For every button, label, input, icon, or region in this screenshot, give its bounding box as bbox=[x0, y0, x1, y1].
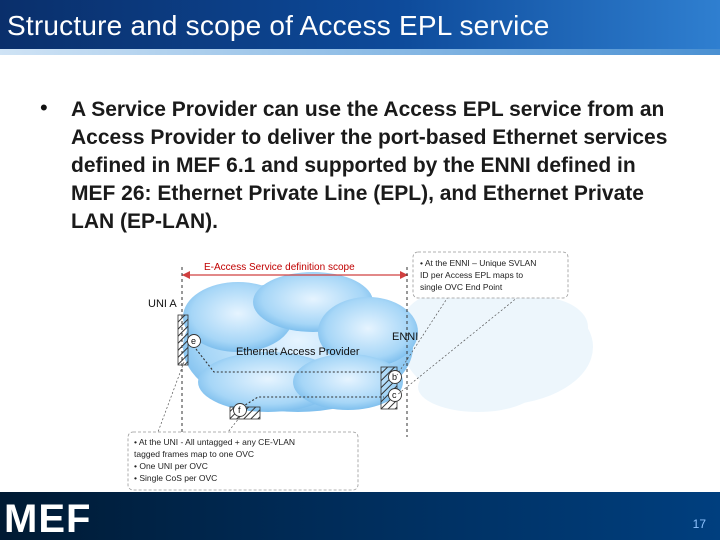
endpoint-b-label: b bbox=[392, 372, 397, 382]
page-number: 17 bbox=[692, 517, 706, 531]
access-provider-cloud bbox=[183, 272, 418, 412]
remote-cloud bbox=[403, 289, 593, 412]
scope-arrow-left-head bbox=[182, 271, 190, 279]
endpoint-b-marker bbox=[388, 370, 402, 384]
scope-arrow-right-head bbox=[400, 271, 408, 279]
access-epl-diagram: Ethernet Access Provider E-Access Servic… bbox=[127, 251, 593, 491]
endpoint-e-marker bbox=[187, 334, 201, 348]
uni-note-line3: • One UNI per OVC bbox=[134, 461, 208, 471]
uni-port bbox=[177, 314, 189, 366]
endpoint-f-marker bbox=[233, 403, 247, 417]
cloud-label: Ethernet Access Provider bbox=[236, 346, 360, 358]
uni-label: UNI A bbox=[148, 298, 177, 310]
mef-logo-text: MEF bbox=[4, 497, 91, 537]
title-underline bbox=[0, 49, 720, 55]
enni-note-line2: ID per Access EPL maps to bbox=[420, 270, 523, 280]
ovc-path bbox=[195, 348, 384, 373]
endpoint-e-label: e bbox=[191, 336, 196, 346]
enni-note-line1: • At the ENNI – Unique SVLAN bbox=[420, 258, 536, 268]
bullet-text: A Service Provider can use the Access EP… bbox=[71, 98, 668, 233]
scope-label: E-Access Service definition scope bbox=[204, 262, 355, 273]
uni-callout-line-2 bbox=[227, 416, 241, 433]
endpoint-f-label: f bbox=[238, 405, 241, 415]
enni-callout-line-2 bbox=[396, 296, 519, 396]
enni-note-box bbox=[412, 251, 569, 299]
title-bar: Structure and scope of Access EPL servic… bbox=[0, 0, 720, 55]
uni-note-line2: tagged frames map to one OVC bbox=[134, 449, 254, 459]
uni-note-line1: • At the UNI - All untagged + any CE-VLA… bbox=[134, 437, 295, 447]
uni-note-box bbox=[127, 431, 359, 491]
uni-callout-line bbox=[157, 361, 185, 433]
enni-note-line3: single OVC End Point bbox=[420, 282, 503, 292]
bullet-icon: • bbox=[40, 95, 48, 120]
footer-bar: MEF 17 bbox=[0, 492, 720, 540]
enni-label: ENNI bbox=[392, 331, 418, 343]
endpoint-c-marker bbox=[388, 388, 402, 402]
slide-title: Structure and scope of Access EPL servic… bbox=[7, 10, 550, 41]
endpoint-c-label: c bbox=[392, 390, 397, 400]
mef-logo: MEF bbox=[4, 497, 91, 537]
uni-note-line4: • Single CoS per OVC bbox=[134, 473, 217, 483]
enni-callout-line bbox=[396, 296, 449, 376]
